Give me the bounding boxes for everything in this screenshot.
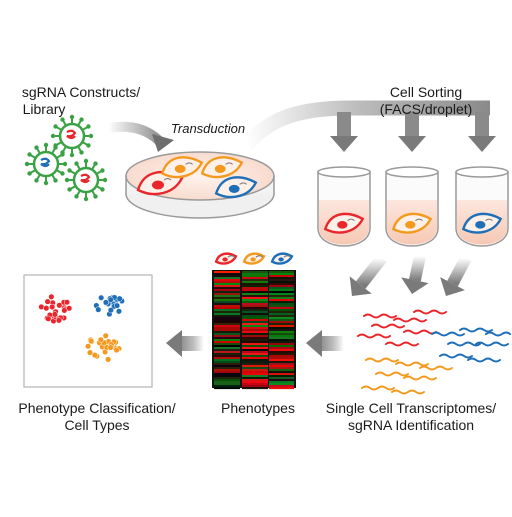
phenotype-classification-label-line1: Phenotype Classification/ xyxy=(18,400,176,416)
sorting-label-line2: (FACS/droplet) xyxy=(379,101,473,117)
sorting-down-arrow xyxy=(398,112,426,152)
transcript-icon xyxy=(467,357,501,363)
transduction-arrow xyxy=(107,121,174,152)
classification-plot-frame xyxy=(23,274,153,388)
arrow-to-classification xyxy=(166,330,204,357)
arrow-to-phenotypes xyxy=(306,330,344,357)
transcript-icon xyxy=(475,341,509,347)
cell-icon xyxy=(242,252,266,265)
transcript-icon xyxy=(395,361,429,367)
cell-icon xyxy=(214,176,258,199)
virus-icon xyxy=(50,114,94,158)
scatter-cluster-icon xyxy=(38,293,125,363)
cell-icon xyxy=(270,252,294,265)
transcript-icon xyxy=(361,385,395,391)
transcript-arrow xyxy=(440,255,472,296)
heatmap-icon xyxy=(212,270,296,390)
transcript-icon xyxy=(371,323,405,329)
transcript-icon xyxy=(459,327,493,333)
phenotypes-label: Phenotypes xyxy=(221,400,295,416)
test-tube-icon xyxy=(455,166,509,247)
transcript-icon xyxy=(403,375,437,381)
transcript-icon xyxy=(439,353,473,359)
transcript-icon xyxy=(419,365,453,371)
sorting-label-line1: Cell Sorting xyxy=(389,84,463,100)
transduction-label: Transduction xyxy=(170,121,246,136)
phenotype-classification-label-line2: Cell Types xyxy=(64,417,130,433)
transcript-icon xyxy=(357,333,391,339)
cell-icon xyxy=(391,212,433,234)
transcript-icon xyxy=(403,329,437,335)
cell-icon xyxy=(214,252,238,265)
transcript-icon xyxy=(385,341,419,347)
transcript-icon xyxy=(413,309,447,315)
transcript-arrow xyxy=(401,254,429,294)
library-label-line1: sgRNA Constructs/ xyxy=(21,84,141,100)
test-tube-icon xyxy=(317,166,371,247)
cell-icon xyxy=(461,212,503,234)
library-label-line2: Library xyxy=(22,101,66,117)
cell-icon xyxy=(323,212,365,234)
transcript-icon xyxy=(447,341,481,347)
sorting-sweep-arrow xyxy=(240,100,490,151)
test-tube-icon xyxy=(385,166,439,247)
virus-icon xyxy=(24,142,68,186)
transcript-icon xyxy=(431,331,465,337)
transcript-arrow xyxy=(349,254,387,296)
transcript-icon xyxy=(365,357,399,363)
cell-icon xyxy=(200,156,244,179)
transcript-icon xyxy=(393,317,427,323)
transcript-icon xyxy=(485,331,511,337)
transcript-icon xyxy=(363,313,397,319)
transcriptome-label-line2: sgRNA Identification xyxy=(347,417,475,433)
virus-icon xyxy=(64,158,108,202)
cell-icon xyxy=(160,156,204,179)
sorting-down-arrow xyxy=(330,112,358,152)
transcript-icon xyxy=(391,389,425,395)
sorting-down-arrow xyxy=(468,112,496,152)
transcript-icon xyxy=(375,371,409,377)
transcriptome-label-line1: Single Cell Transcriptomes/ xyxy=(325,400,497,416)
